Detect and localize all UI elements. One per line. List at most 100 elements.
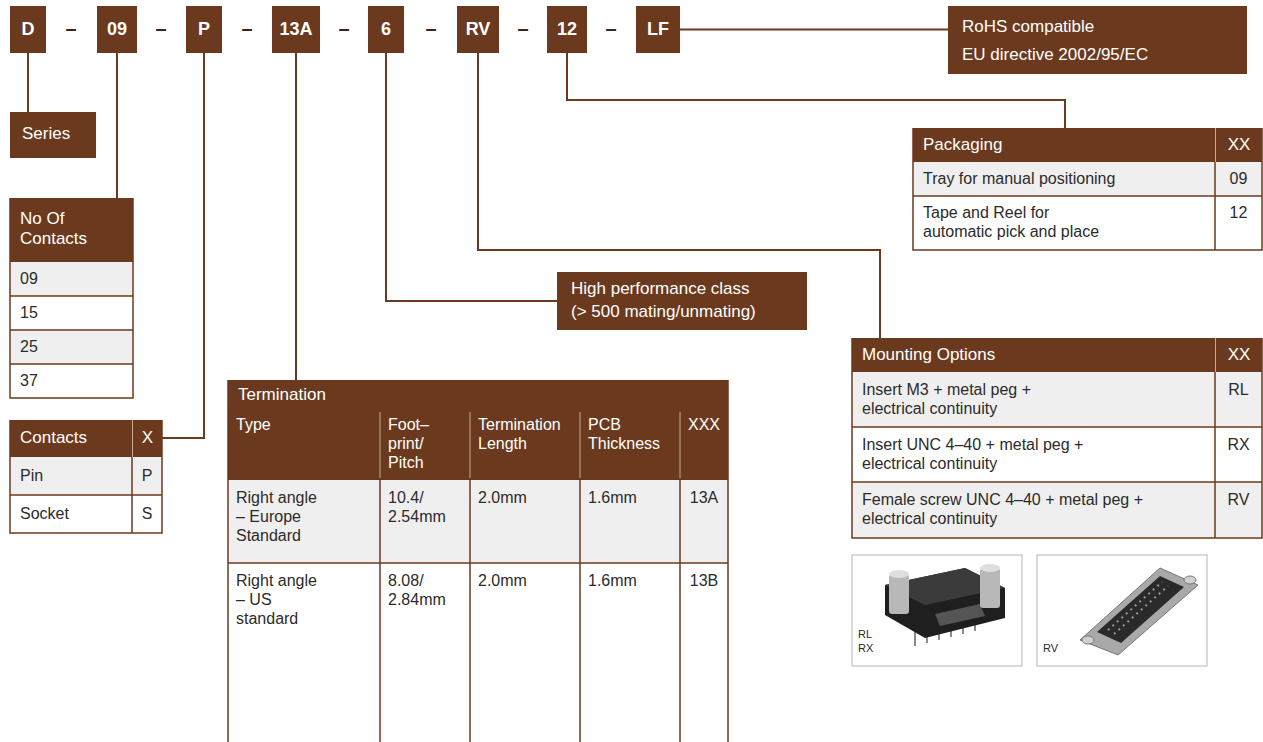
separator-dash: – [513, 16, 533, 40]
header-text: No Of Contacts [20, 209, 100, 250]
table-cell: 13B [680, 571, 728, 590]
connector-group [28, 30, 1065, 439]
metal-insert-top [980, 564, 1000, 572]
column-header: Type [236, 415, 271, 434]
photo-rv [1037, 555, 1207, 666]
table-cell: 15 [20, 303, 38, 322]
code-text: 6 [381, 19, 391, 41]
table-header: Packaging XX [913, 128, 1262, 162]
code-column-header: XX [1215, 128, 1262, 162]
code-box: 12 [547, 6, 587, 53]
box-text: EU directive 2002/95/EC [962, 45, 1148, 65]
column-separator [380, 412, 680, 478]
table-cell: 8.08/ 2.84mm [388, 571, 452, 609]
table-cell: Right angle – US standard [236, 571, 326, 629]
column-header: XXX [680, 415, 728, 434]
connector-insert [1097, 576, 1184, 643]
leader-line [162, 53, 204, 438]
header-text: Termination [238, 385, 326, 405]
table-cell: Female screw UNC 4–40 + metal peg + elec… [862, 490, 1152, 528]
column-header: Termination Length [478, 415, 574, 453]
code-text: 13A [279, 19, 312, 41]
series-box: Series [10, 112, 96, 158]
box-text: High performance class [571, 279, 750, 299]
row-fill [913, 196, 1262, 250]
table-cell: 13A [680, 488, 728, 507]
photo-frame [1037, 555, 1207, 666]
table-header: ContactsX [10, 420, 162, 457]
code-text: D [22, 19, 35, 41]
table-cell: Tray for manual positioning [923, 169, 1115, 188]
table-cell: 1.6mm [588, 571, 637, 590]
metal-insert-top [889, 570, 909, 578]
code-text: 12 [557, 19, 577, 41]
table-cell: Pin [20, 466, 43, 485]
table-cell: P [132, 466, 162, 485]
table-header: No Of Contacts [10, 198, 133, 262]
row-fill [10, 495, 162, 533]
photo-rl-rx [852, 555, 1022, 666]
code-box: 09 [97, 6, 137, 53]
leader-line [27, 53, 29, 112]
table-cell: 10.4/ 2.54mm [388, 488, 452, 526]
code-box: D [10, 6, 46, 53]
row-fill [228, 563, 728, 742]
code-column-header: XX [1215, 338, 1262, 372]
table-cell: 1.6mm [588, 488, 637, 507]
separator-dash: – [237, 16, 257, 40]
grid-line [852, 338, 1262, 538]
table-cell: 2.0mm [478, 571, 527, 590]
mounting-table [852, 338, 1262, 538]
separator-dash: – [61, 16, 81, 40]
separator-dash: – [151, 16, 171, 40]
row-fill [10, 262, 133, 296]
column-header: Foot– print/ Pitch [388, 415, 443, 473]
header-text: Packaging [923, 135, 1002, 155]
box-text: RoHS compatible [962, 17, 1094, 37]
code-column-header: X [132, 420, 162, 457]
table-header: Termination [228, 380, 728, 410]
code-box: LF [636, 6, 680, 53]
table-header: Mounting Options XX [852, 338, 1262, 372]
header-text: Mounting Options [862, 345, 995, 365]
leader-line [116, 53, 118, 198]
row-fill [913, 162, 1262, 196]
row-fill [10, 457, 162, 495]
row-fill [852, 372, 1262, 427]
separator-dash: – [421, 16, 441, 40]
photo-label: RV [1043, 642, 1058, 655]
contact-count-table [10, 198, 133, 398]
table-cell: RV [1215, 490, 1262, 509]
code-box: P [186, 6, 222, 53]
table-cell: 25 [20, 337, 38, 356]
table-cell: 37 [20, 371, 38, 390]
box-text: Series [22, 124, 70, 144]
table-cell: 12 [1215, 203, 1262, 222]
metal-insert [980, 568, 1000, 608]
connector-opening [935, 604, 985, 626]
contact-type-table [10, 420, 162, 533]
photo-frame [852, 555, 1022, 666]
row-fill [10, 330, 133, 364]
grid-line [10, 198, 133, 398]
termination-table [228, 380, 728, 742]
leader-line [680, 29, 948, 31]
screw-post [1082, 636, 1094, 644]
grid-line [913, 128, 1262, 250]
connector-shell [1080, 568, 1198, 655]
screw-post [1184, 576, 1196, 584]
separator-dash: – [601, 16, 621, 40]
table-cell: RL [1215, 380, 1262, 399]
code-text: 09 [107, 19, 127, 41]
photo-label: RL [858, 628, 872, 641]
connector-contacts [1108, 582, 1168, 634]
column-header-band [228, 410, 728, 480]
leader-line [295, 53, 297, 380]
grid-line [10, 420, 162, 533]
table-cell: Tape and Reel for automatic pick and pla… [923, 203, 1113, 241]
box-text: (> 500 mating/unmating) [571, 302, 756, 322]
photo-label: RX [858, 642, 873, 655]
row-fill [10, 296, 133, 330]
